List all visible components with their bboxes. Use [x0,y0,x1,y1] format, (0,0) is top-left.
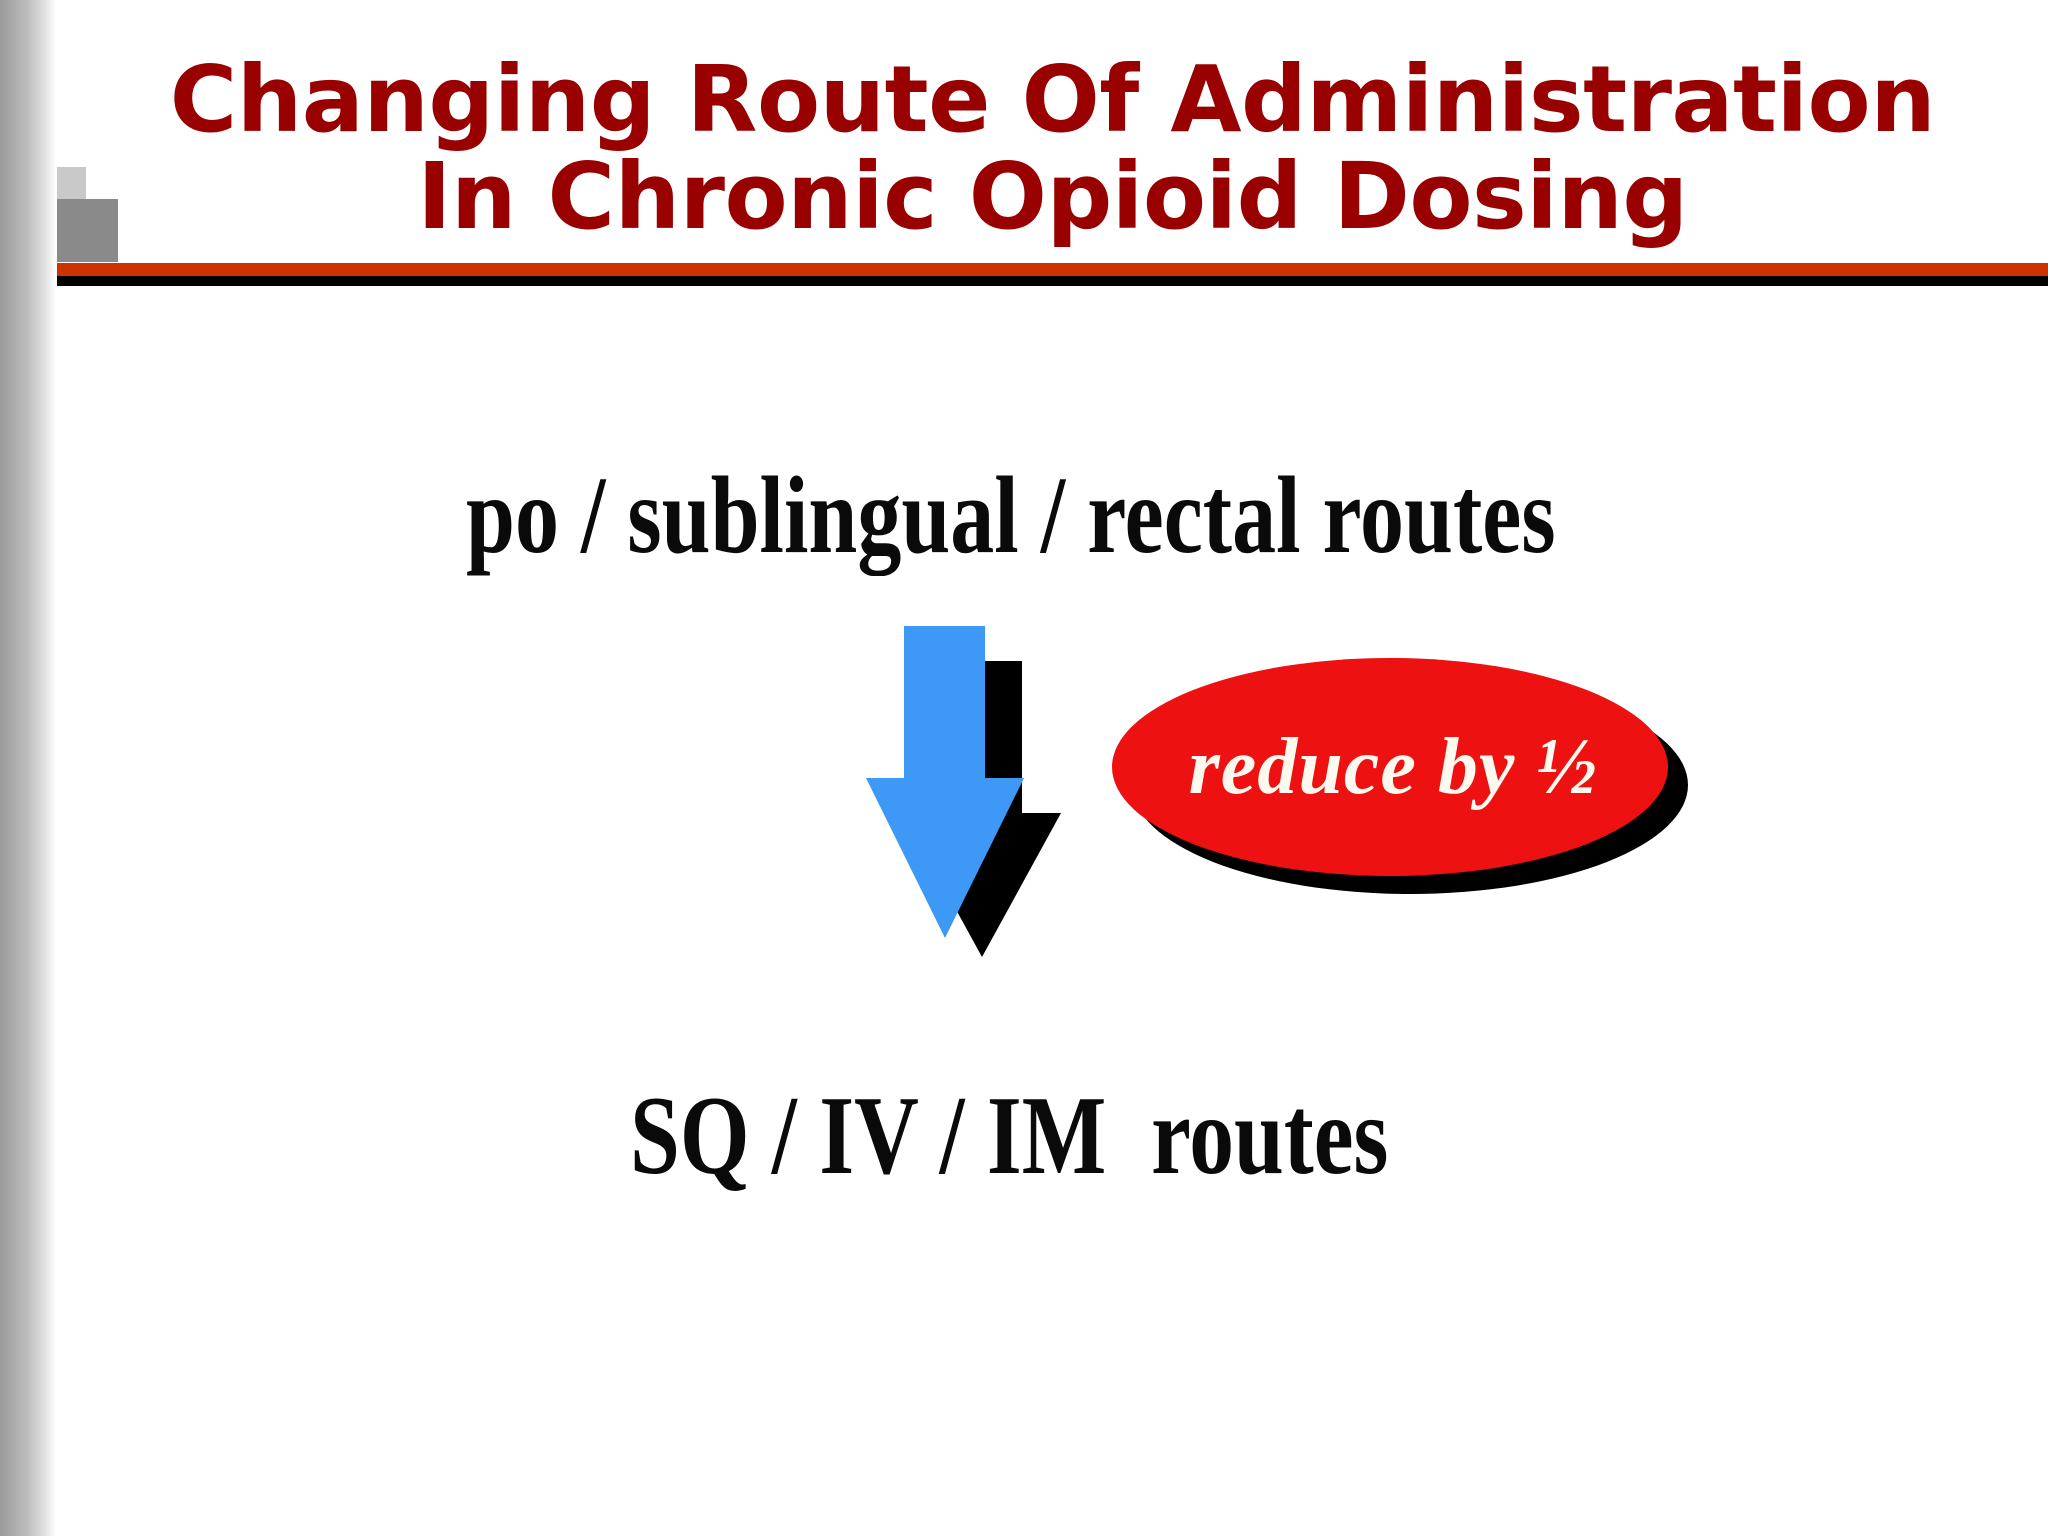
header-rule-black [57,276,2048,286]
down-arrow-body [866,626,1024,938]
conversion-note-label: reduce by ½ [1188,722,1598,811]
slide-title: Changing Route Of Administration In Chro… [169,46,1936,250]
target-route-label: SQ / IV / IM routes [630,1074,1389,1198]
left-gradient-band [0,0,56,1536]
decorative-square-light [57,167,86,199]
header-rule-orange [57,263,2048,276]
down-arrow-shape [866,626,1061,957]
ellipse-badge-body: reduce by ½ [1112,658,1668,876]
ellipse-badge-icon: reduce by ½ [1108,656,1708,916]
source-route-label: po / sublingual / rectal routes [466,454,1556,576]
down-arrow-icon [860,618,1061,958]
decorative-square-dark [57,199,118,262]
